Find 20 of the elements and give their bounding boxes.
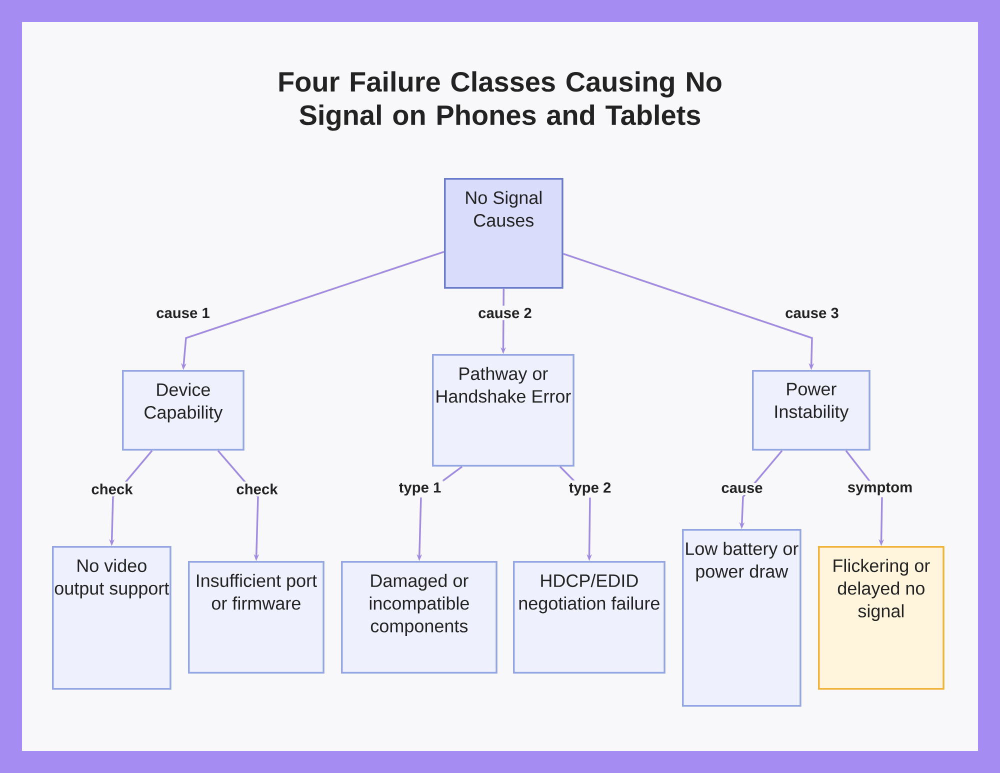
edge-label: cause 2 bbox=[476, 306, 534, 320]
edge-label: cause 1 bbox=[154, 306, 212, 320]
process-box: Insufficient port or firmware bbox=[188, 561, 324, 674]
edge-label: cause bbox=[719, 482, 765, 496]
edge-label: type 2 bbox=[566, 480, 614, 498]
highlight-box: Flickering or delayed no signal bbox=[818, 546, 944, 690]
process-box: HDCP/EDID negotiation failure bbox=[513, 561, 666, 674]
process-box: Damaged or incompatible components bbox=[341, 561, 498, 674]
process-box: Pathway or Handshake Error bbox=[432, 354, 574, 467]
edge-label: type 1 bbox=[396, 480, 444, 498]
edge-label: symptom bbox=[845, 480, 915, 498]
edge-label: check bbox=[234, 482, 280, 496]
process-box: Power Instability bbox=[752, 370, 870, 451]
process-box: Device Capability bbox=[122, 370, 244, 451]
edge-label: cause 3 bbox=[783, 306, 841, 320]
edge-label: check bbox=[89, 482, 135, 496]
root-box: No Signal Causes bbox=[444, 178, 564, 289]
title: Four Failure Classes Causing No Signal on Phones and Tablets bbox=[279, 71, 722, 131]
process-box: No video output support bbox=[52, 546, 172, 690]
process-box: Low battery or power draw bbox=[682, 529, 802, 707]
